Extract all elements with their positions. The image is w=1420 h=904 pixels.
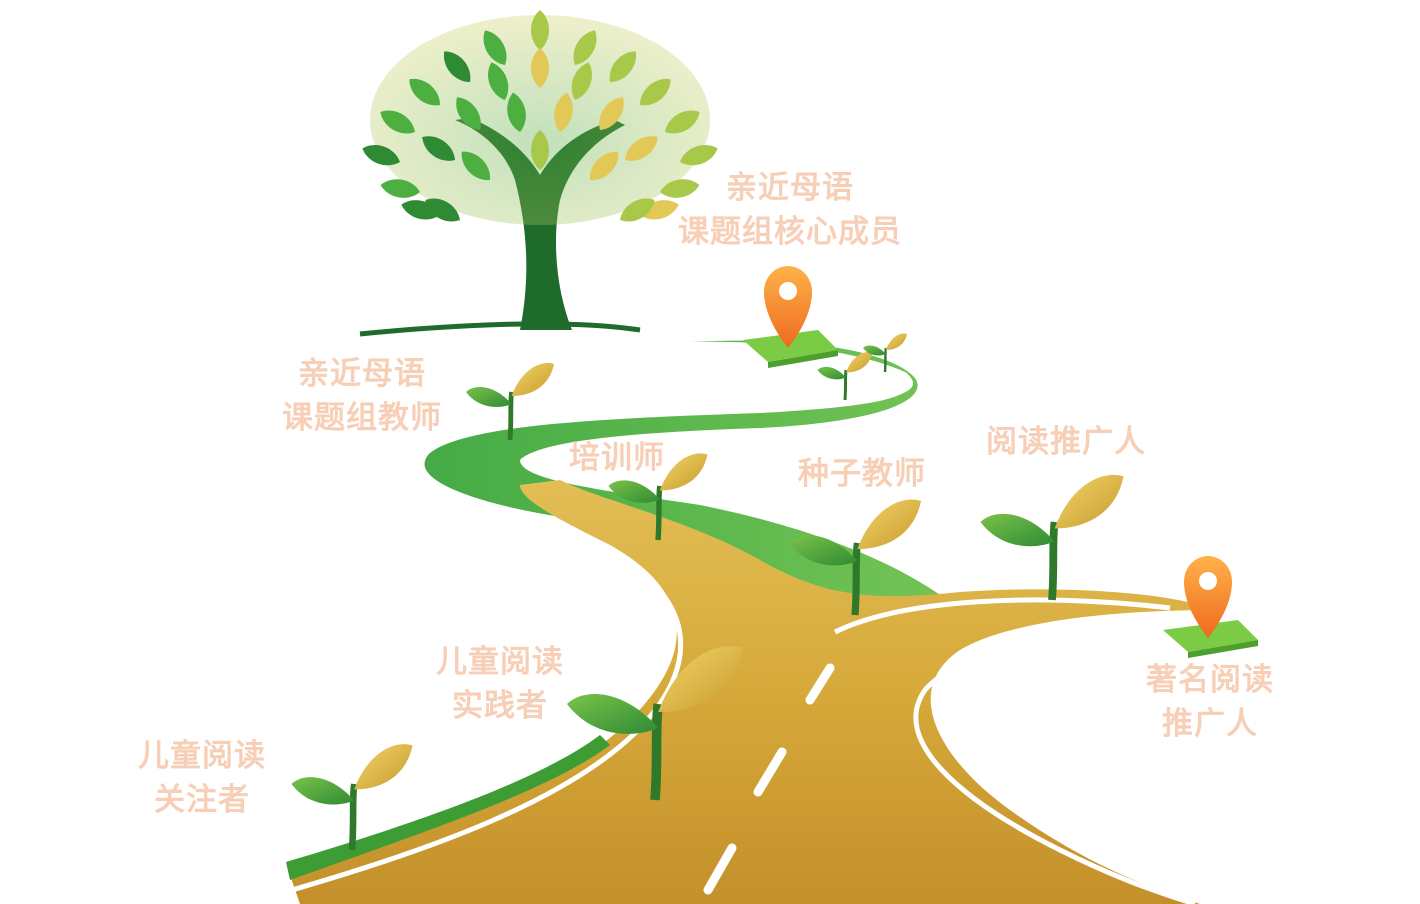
leaf-shape bbox=[554, 92, 573, 132]
leaf-shape bbox=[571, 62, 592, 100]
stage-label-group-teacher: 亲近母语 课题组教师 bbox=[282, 352, 442, 440]
leaf-shape bbox=[625, 136, 658, 161]
tree-icon bbox=[359, 10, 718, 337]
leaf-shape bbox=[362, 145, 400, 166]
sprout-icon bbox=[863, 333, 907, 373]
sprouts bbox=[291, 333, 1124, 851]
leaf-shape bbox=[488, 62, 509, 100]
stage-label-line: 亲近母语 bbox=[298, 356, 426, 392]
stage-label-practitioner: 儿童阅读 实践者 bbox=[436, 640, 564, 728]
stage-label-line: 实践者 bbox=[452, 688, 548, 724]
leaf-shape bbox=[599, 97, 624, 130]
leaf-shape bbox=[609, 51, 637, 83]
leaf-shape bbox=[680, 145, 718, 166]
sprout-icon bbox=[789, 499, 921, 616]
sprout-icon bbox=[980, 474, 1124, 601]
stage-label-line: 著名阅读 bbox=[1146, 662, 1274, 698]
stage-label-line: 课题组教师 bbox=[282, 400, 442, 436]
leaf-shape bbox=[660, 179, 700, 198]
stage-label-line: 儿童阅读 bbox=[436, 644, 564, 680]
sprout-icon bbox=[817, 351, 873, 401]
leaf-shape bbox=[531, 130, 549, 170]
stage-label-line: 课题组核心成员 bbox=[678, 214, 902, 250]
stage-label-reading-promoter: 阅读推广人 bbox=[986, 420, 1146, 464]
stage-label-line: 关注者 bbox=[154, 782, 250, 818]
leaf-shape bbox=[425, 198, 460, 222]
stage-label-seed-teacher: 种子教师 bbox=[798, 452, 926, 496]
stage-label-line: 培训师 bbox=[569, 440, 665, 476]
sprout-icon bbox=[466, 363, 554, 441]
leaf-shape bbox=[409, 78, 441, 106]
leaf-shape bbox=[461, 151, 491, 181]
leaf-shape bbox=[380, 110, 415, 134]
stage-label-trainer: 培训师 bbox=[569, 436, 665, 480]
leaf-shape bbox=[422, 136, 455, 161]
stage-label-core-member: 亲近母语 课题组核心成员 bbox=[678, 166, 902, 254]
stage-label-line: 推广人 bbox=[1162, 706, 1258, 742]
leaf-shape bbox=[620, 198, 655, 222]
leaf-shape bbox=[665, 110, 700, 134]
stage-label-line: 阅读推广人 bbox=[986, 424, 1146, 460]
sprout-icon bbox=[291, 744, 413, 851]
sprout-icon bbox=[567, 646, 743, 801]
leaf-shape bbox=[531, 10, 549, 50]
stage-label-famous-promoter: 著名阅读 推广人 bbox=[1146, 658, 1274, 746]
location-pin-icon bbox=[1163, 556, 1258, 658]
leaf-shape bbox=[507, 92, 526, 132]
stage-label-observer: 儿童阅读 关注者 bbox=[138, 734, 266, 822]
sprout-icon bbox=[608, 453, 708, 541]
leaf-shape bbox=[380, 179, 420, 198]
leaf-shape bbox=[589, 151, 619, 181]
main-road bbox=[286, 480, 1215, 904]
leaf-shape bbox=[483, 30, 507, 65]
leaf-shape bbox=[456, 97, 481, 130]
stage-label-line: 亲近母语 bbox=[726, 170, 854, 206]
leaf-shape bbox=[531, 48, 549, 88]
stage-label-line: 种子教师 bbox=[798, 456, 926, 492]
leaf-shape bbox=[443, 51, 471, 83]
stage-label-line: 儿童阅读 bbox=[138, 738, 266, 774]
location-pin-icon bbox=[743, 266, 838, 368]
leaf-shape bbox=[639, 78, 671, 106]
leaf-shape bbox=[573, 30, 597, 65]
